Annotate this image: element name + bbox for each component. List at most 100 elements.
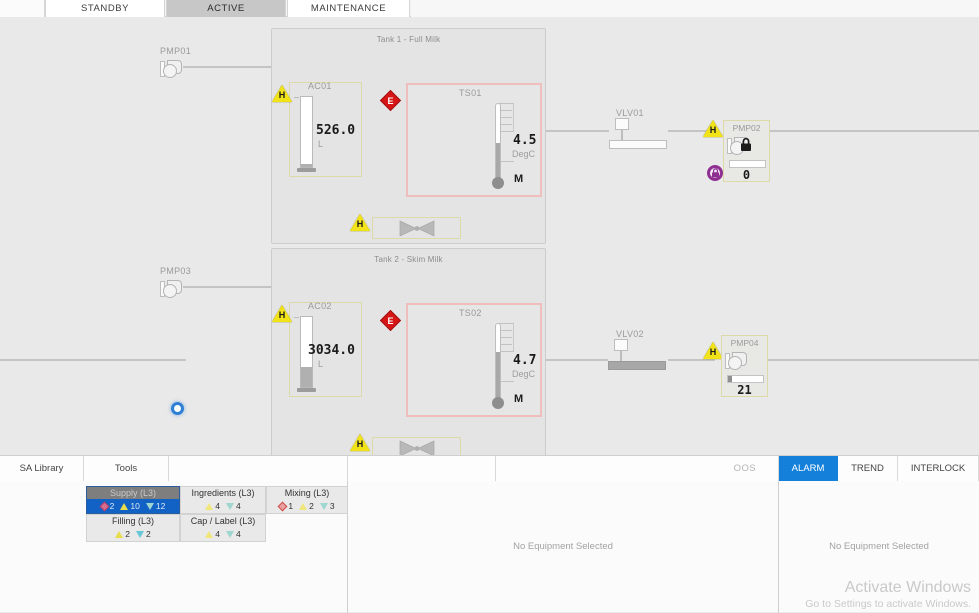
mode-tab-bar-filler bbox=[411, 0, 979, 17]
pump-speed-fill-icon bbox=[728, 376, 732, 382]
equipment-tile-label: Mixing (L3) bbox=[267, 488, 347, 498]
pump-pmp02-tag: PMP02 bbox=[724, 123, 769, 133]
process-graphic-canvas: PMP01 PMP03 Tank 1 - Full Milk AC01 bbox=[0, 17, 979, 455]
thermo-tick-icon bbox=[499, 103, 514, 104]
thermo-tick-icon bbox=[501, 344, 512, 345]
thermo-axis-icon bbox=[513, 103, 514, 131]
level-base-icon bbox=[297, 388, 316, 392]
alarm-count-value: 2 bbox=[125, 529, 130, 539]
valve-vlv01-tag: VLV01 bbox=[616, 108, 644, 118]
thermo-tick-icon bbox=[501, 337, 512, 338]
dock-right-tabs: ALARM TREND INTERLOCK bbox=[779, 456, 979, 481]
triangle-up-icon bbox=[205, 531, 213, 538]
pump-pmp04-tag: PMP04 bbox=[722, 338, 767, 348]
thermo-tick-icon bbox=[499, 381, 514, 382]
tank2-temp-faceplate[interactable]: TS02 4.7 DegC M bbox=[406, 303, 542, 417]
alarm-count-critical: 2 bbox=[101, 501, 115, 511]
dock-left-panel: SA Library Tools Supply (L3) 2 10 12 bbox=[0, 456, 348, 613]
tank2-group[interactable]: Tank 2 - Skim Milk AC02 3034.0 L H TS02 bbox=[271, 248, 546, 464]
tab-trend[interactable]: TREND bbox=[838, 456, 898, 481]
valve-vlv01-symbol[interactable] bbox=[609, 118, 667, 149]
tank2-temp-tag: TS02 bbox=[459, 308, 482, 318]
alarm-count-low: 4 bbox=[226, 529, 241, 539]
alarm-triangle-label: H bbox=[350, 439, 370, 449]
blue-ring-indicator[interactable] bbox=[171, 402, 184, 415]
pump-pmp04-symbol[interactable] bbox=[725, 350, 751, 372]
pump-pmp02-faceplate[interactable]: PMP02 0 bbox=[723, 120, 770, 182]
mode-tab-maintenance[interactable]: MAINTENANCE bbox=[287, 0, 410, 17]
mode-tab-active[interactable]: ACTIVE bbox=[166, 0, 286, 17]
dock-left-tabs: SA Library Tools bbox=[0, 456, 347, 481]
tab-interlock[interactable]: INTERLOCK bbox=[898, 456, 979, 481]
tank1-level-bargraph bbox=[300, 96, 313, 168]
tank2-level-unit: L bbox=[318, 359, 323, 369]
equipment-tile-label: Supply (L3) bbox=[87, 488, 179, 498]
tank1-level-faceplate[interactable]: AC01 526.0 L bbox=[289, 82, 362, 177]
tank1-title: Tank 1 - Full Milk bbox=[272, 35, 545, 44]
tab-middle-blank-1[interactable] bbox=[348, 456, 496, 481]
thermo-bulb-icon bbox=[492, 177, 504, 189]
level-fill-icon bbox=[301, 164, 312, 167]
mode-tab-blank[interactable] bbox=[0, 0, 45, 17]
pump-impeller-icon bbox=[728, 356, 742, 370]
thermo-tick-icon bbox=[499, 323, 514, 324]
alarm-count-high: 10 bbox=[120, 501, 139, 511]
alarm-count-value: 3 bbox=[330, 501, 335, 511]
thermo-axis-icon bbox=[513, 323, 514, 351]
valve-vlv02-symbol[interactable] bbox=[608, 339, 666, 370]
triangle-up-icon bbox=[299, 503, 307, 510]
pump-pmp04-value: 21 bbox=[722, 383, 767, 397]
oos-label: OOS bbox=[734, 463, 756, 474]
equipment-tile-alarm-counts: 4 4 bbox=[181, 499, 265, 513]
alarm-count-value: 12 bbox=[156, 501, 165, 511]
pump-pmp04-faceplate[interactable]: PMP04 21 bbox=[721, 335, 768, 397]
alarm-count-high: 4 bbox=[205, 529, 220, 539]
tab-sa-library[interactable]: SA Library bbox=[0, 456, 84, 481]
thermo-tick-icon bbox=[501, 124, 512, 125]
pump-pmp03-symbol[interactable] bbox=[160, 278, 186, 300]
pump-impeller-icon bbox=[163, 64, 177, 78]
triangle-up-icon bbox=[205, 503, 213, 510]
alarm-count-low: 4 bbox=[226, 501, 241, 511]
tab-left-filler[interactable] bbox=[169, 456, 348, 481]
alarm-triangle-label: H bbox=[703, 125, 723, 135]
alarm-count-value: 10 bbox=[130, 501, 139, 511]
pipe-pmp01-to-tank1 bbox=[183, 66, 273, 68]
level-fill-icon bbox=[301, 367, 312, 387]
butterfly-valve-icon bbox=[399, 220, 435, 237]
alarm-count-value: 4 bbox=[215, 501, 220, 511]
oos-indicator[interactable]: OOS bbox=[496, 456, 779, 481]
alarm-count-value: 4 bbox=[236, 501, 241, 511]
alarm-count-value: 4 bbox=[215, 529, 220, 539]
alarm-diamond-label: E bbox=[380, 316, 401, 326]
lock-icon bbox=[738, 137, 754, 152]
pipe-vlv02-to-pmp04 bbox=[668, 359, 715, 361]
equipment-tile-cap-label[interactable]: Cap / Label (L3) 4 4 bbox=[180, 514, 266, 542]
mode-tab-standby[interactable]: STANDBY bbox=[45, 0, 165, 17]
tab-alarm[interactable]: ALARM bbox=[779, 456, 838, 481]
tank1-outlet-valve-frame[interactable] bbox=[372, 217, 461, 239]
pump-pmp01-symbol[interactable] bbox=[160, 58, 186, 80]
thermo-fill-icon bbox=[495, 143, 501, 179]
thermo-tick-icon bbox=[499, 131, 514, 132]
alarm-triangle-label: H bbox=[272, 90, 292, 100]
alarm-count-value: 2 bbox=[309, 501, 314, 511]
pump-pmp02-speed-bar bbox=[729, 160, 766, 168]
equipment-tile-alarm-counts: 2 10 12 bbox=[87, 499, 179, 513]
tank1-level-unit: L bbox=[318, 139, 323, 149]
tank1-temp-faceplate[interactable]: TS01 4.5 DegC M bbox=[406, 83, 542, 197]
alarm-count-value: 2 bbox=[146, 529, 151, 539]
equipment-tile-mixing[interactable]: Mixing (L3) 1 2 3 bbox=[266, 486, 348, 514]
tab-tools[interactable]: Tools bbox=[84, 456, 169, 481]
equipment-tile-ingredients[interactable]: Ingredients (L3) 4 4 bbox=[180, 486, 266, 514]
alarm-count-value: 2 bbox=[110, 501, 115, 511]
equipment-tile-supply[interactable]: Supply (L3) 2 10 12 bbox=[86, 486, 180, 514]
valve-vlv02-tag: VLV02 bbox=[616, 329, 644, 339]
tank2-level-faceplate[interactable]: AC02 3034.0 L bbox=[289, 302, 362, 397]
equipment-tile-filling[interactable]: Filling (L3) 2 2 bbox=[86, 514, 180, 542]
dock-right-panel: ALARM TREND INTERLOCK No Equipment Selec… bbox=[779, 456, 979, 613]
dock-middle-tabs: OOS bbox=[348, 456, 778, 481]
equipment-tile-alarm-counts: 4 4 bbox=[181, 527, 265, 541]
tank2-level-tag: AC02 bbox=[308, 301, 332, 311]
tank1-group[interactable]: Tank 1 - Full Milk AC01 526.0 L H TS01 bbox=[271, 28, 546, 244]
